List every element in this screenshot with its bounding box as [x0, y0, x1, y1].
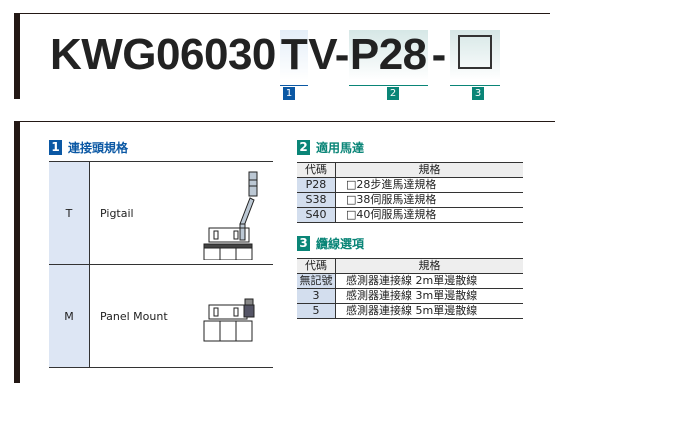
- section1-header: 1 連接頭規格: [49, 139, 128, 156]
- model-segment-2: P28: [348, 30, 428, 86]
- model-segment-1: T: [279, 30, 309, 86]
- code-cell: P28: [297, 177, 336, 193]
- code-cell: 3: [297, 288, 336, 304]
- model-mid: V-: [308, 30, 349, 79]
- table-header: 代碼規格: [297, 162, 523, 178]
- code-cell: S38: [297, 192, 336, 208]
- blank-box-icon: [457, 35, 492, 69]
- pigtail-connector-icon: [203, 171, 258, 260]
- table-row: T Pigtail: [49, 161, 273, 265]
- section1-title: 連接頭規格: [68, 141, 129, 155]
- motor-table: 代碼規格 P28□28步進馬達規格 S38□38伺服馬達規格 S40□40伺服馬…: [297, 162, 523, 223]
- section2-header: 2 適用馬達: [297, 139, 364, 156]
- header-spec: 規格: [335, 162, 523, 178]
- model-base: KWG06030: [50, 30, 276, 79]
- seg1-text: T: [280, 30, 308, 79]
- spec-cell: 感測器連接線 3m單邊散線: [335, 288, 523, 304]
- left-accent-bar: [14, 13, 20, 99]
- header-spec: 規格: [335, 258, 523, 274]
- model-dash: -: [431, 30, 447, 79]
- model-segment-3: [449, 30, 500, 86]
- section3-header: 3 纜線選項: [297, 235, 364, 252]
- table-row: P28□28步進馬達規格: [297, 177, 523, 193]
- badge-3: 3: [472, 87, 484, 100]
- code-cell: 無記號: [297, 273, 336, 289]
- code-cell: 5: [297, 303, 336, 319]
- panel-mount-image: [181, 264, 273, 368]
- left-accent-bar-2: [14, 121, 20, 383]
- section3-title: 纜線選項: [316, 237, 365, 251]
- top-rule: [14, 13, 550, 14]
- connector-table: T Pigtail M Panel Mount: [49, 161, 273, 368]
- table-row: 無記號感測器連接線 2m單邊散線: [297, 273, 523, 289]
- section2-title: 適用馬達: [316, 141, 365, 155]
- underline-1: [279, 85, 309, 86]
- name-cell: Pigtail: [89, 161, 181, 265]
- underline-2: [348, 85, 428, 86]
- section2-badge: 2: [297, 140, 310, 155]
- name-cell: Panel Mount: [89, 264, 181, 368]
- spec-cell: □38伺服馬達規格: [335, 192, 523, 208]
- table-row: S40□40伺服馬達規格: [297, 207, 523, 223]
- code-cell: S40: [297, 207, 336, 223]
- section3-badge: 3: [297, 236, 310, 251]
- spec-cell: 感測器連接線 5m單邊散線: [335, 303, 523, 319]
- table-header: 代碼規格: [297, 258, 523, 274]
- table-row: S38□38伺服馬達規格: [297, 192, 523, 208]
- code-cell: T: [49, 161, 90, 265]
- spec-cell: □28步進馬達規格: [335, 177, 523, 193]
- spec-cell: 感測器連接線 2m單邊散線: [335, 273, 523, 289]
- section1-badge: 1: [49, 140, 62, 155]
- underline-3: [449, 85, 500, 86]
- pigtail-image: [181, 161, 273, 265]
- spec-cell: □40伺服馬達規格: [335, 207, 523, 223]
- seg2-text: P28: [349, 30, 427, 79]
- badge-1: 1: [283, 87, 295, 100]
- header-code: 代碼: [297, 258, 336, 274]
- header-code: 代碼: [297, 162, 336, 178]
- table-row: M Panel Mount: [49, 264, 273, 368]
- code-cell: M: [49, 264, 90, 368]
- badge-2: 2: [387, 87, 399, 100]
- section-rule: [14, 121, 555, 122]
- panel-mount-connector-icon: [203, 298, 255, 341]
- model-number: KWG06030 T V- P28 -: [50, 30, 500, 86]
